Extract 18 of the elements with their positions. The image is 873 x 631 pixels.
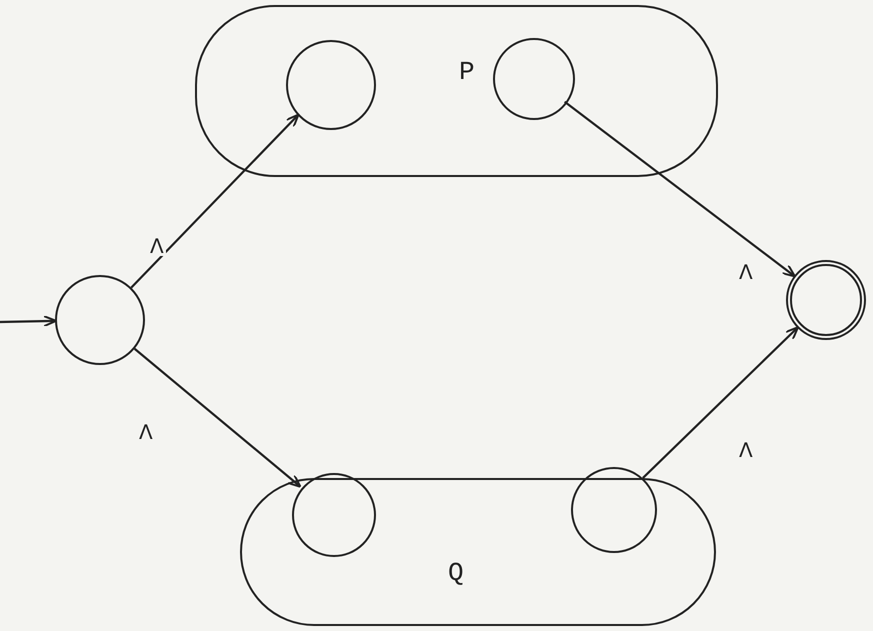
group-box [195,5,718,177]
edge-label: Λ [737,440,755,460]
arrow [130,114,300,288]
arrow [642,326,800,479]
edge-label: Λ [737,262,755,282]
edge-label: Λ [148,236,166,256]
group-label: P [459,57,475,87]
edge-label: Λ [137,422,155,442]
state-circle [571,467,657,553]
arrow [0,315,57,328]
state-circle [286,40,376,130]
state-circle [55,275,145,365]
accept-state-circle [786,260,866,340]
state-circle [493,38,575,120]
arrow [134,348,302,488]
group-label: Q [448,558,464,588]
state-circle [292,473,376,557]
arrow [564,100,796,278]
